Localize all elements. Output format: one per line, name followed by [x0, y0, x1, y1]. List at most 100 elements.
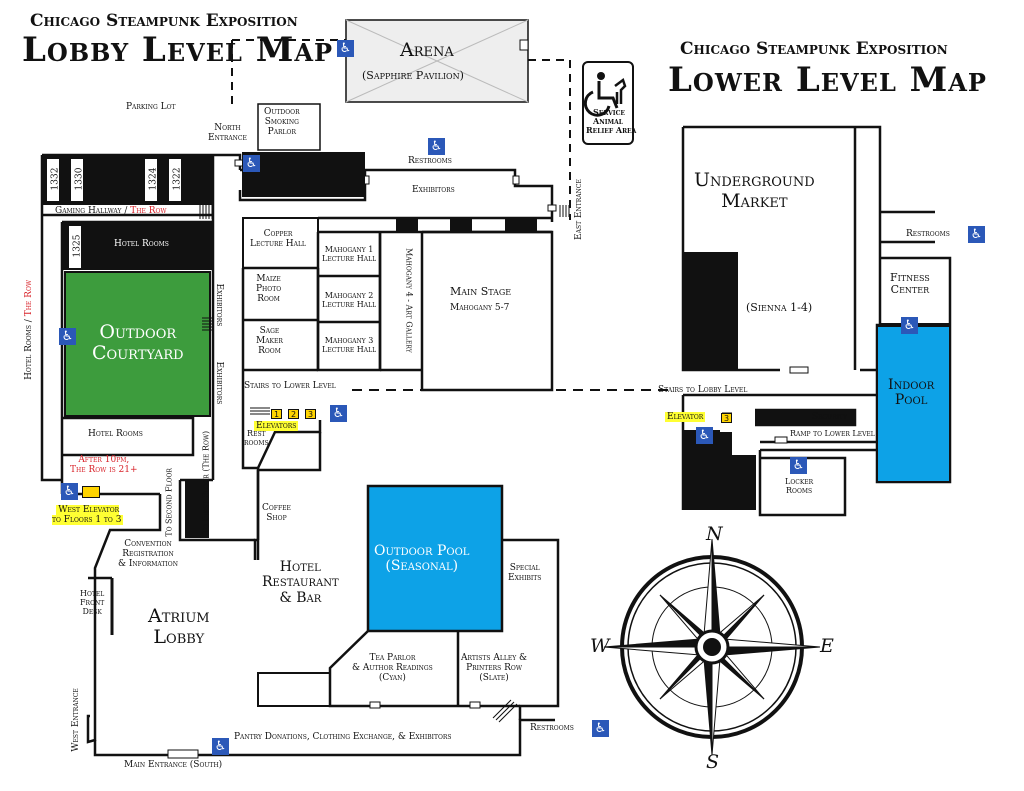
exhibitors-upper-label: Exhibitors	[213, 283, 224, 327]
lower-elevator-3: 3	[721, 413, 732, 423]
indoor-pool-box	[876, 325, 951, 483]
hotel-rooms-top-label: Hotel Rooms	[114, 239, 169, 249]
elevator-1: 1	[271, 409, 282, 419]
outdoor-pool-box	[366, 484, 504, 633]
wheelchair-accessible-icon: ♿	[212, 738, 229, 755]
pantry-label: Pantry Donations, Clothing Exchange, & E…	[234, 732, 452, 742]
room-1325-label: 1325	[72, 234, 83, 258]
mahogany2-label: Mahogany 2 Lecture Hall	[322, 291, 377, 309]
elevator-3: 3	[305, 409, 316, 419]
lower-restrooms-label: Restrooms	[906, 229, 950, 239]
sienna-label: (Sienna 1-4)	[746, 301, 813, 314]
mahogany3-label: Mahogany 3 Lecture Hall	[322, 336, 377, 354]
west-elevator-box	[82, 486, 100, 498]
sage-label: Sage Maker Room	[256, 326, 283, 356]
lobby-map-title: Lobby Level Map	[22, 30, 334, 70]
compass-north: N	[706, 523, 723, 545]
parking-lot-label: Parking Lot	[126, 102, 176, 112]
north-entrance-label: North Entrance	[208, 123, 247, 143]
copper-label: Copper Lecture Hall	[250, 229, 306, 249]
lower-elevator-text: Elevator	[665, 412, 706, 422]
coffee-shop-label: Coffee Shop	[262, 503, 291, 523]
arena-sub-label: (Sapphire Pavilion)	[362, 69, 464, 82]
wheelchair-accessible-icon: ♿	[61, 483, 78, 500]
gaming-hallway-text: Gaming Hallway /	[55, 206, 131, 216]
tea-parlor-label: Tea Parlor & Author Readings (Cyan)	[352, 653, 433, 683]
special-exhibits-label: Special Exhibits	[508, 563, 542, 583]
wheelchair-accessible-icon: ♿	[337, 40, 354, 57]
hotel-rooms-bottom-label: Hotel Rooms	[88, 429, 143, 439]
compass-rose-icon	[603, 538, 821, 756]
elevators-label: Elevators	[254, 421, 299, 432]
rest-rooms-label: Rest rooms	[244, 429, 269, 447]
lobby-event-name: Chicago Steampunk Exposition	[30, 11, 298, 31]
lower-map-title: Lower Level Map	[668, 60, 987, 100]
room-1322	[168, 158, 182, 202]
main-entrance-label: Main Entrance (South)	[124, 760, 223, 770]
room-1332-label: 1332	[50, 167, 61, 191]
wheelchair-accessible-icon: ♿	[330, 405, 347, 422]
artists-alley-label: Artists Alley & Printers Row (Slate)	[461, 653, 528, 683]
room-1322-label: 1322	[172, 167, 183, 191]
service-animal-icon	[582, 61, 634, 145]
east-entrance-label: East Entrance	[574, 179, 585, 240]
wheelchair-accessible-icon: ♿	[968, 226, 985, 243]
first-floor-label: To First Floor (The Row)	[201, 430, 211, 534]
west-elevator-label: West Elevator to Floors 1 to 3	[52, 505, 124, 526]
wheelchair-accessible-icon: ♿	[696, 427, 713, 444]
wheelchair-accessible-icon: ♿	[243, 155, 260, 172]
hotel-rooms-side-text: Hotel Rooms /	[24, 316, 35, 380]
atrium-lobby-label: Atrium Lobby	[148, 605, 210, 648]
mahogany1-label: Mahogany 1 Lecture Hall	[322, 245, 377, 263]
maize-label: Maize Photo Room	[256, 274, 282, 304]
courtyard-box	[64, 271, 211, 417]
room-1324-label: 1324	[148, 167, 159, 191]
west-elevator-text: West Elevator to Floors 1 to 3	[52, 505, 124, 525]
hotel-rooms-side-label: Hotel Rooms / The Row	[24, 270, 35, 390]
mahogany4-label: Mahogany 4 - Art Gallery	[404, 248, 414, 353]
room-1324	[144, 158, 158, 202]
fitness-center-label: Fitness Center	[890, 271, 930, 297]
wheelchair-accessible-icon: ♿	[428, 138, 445, 155]
locker-rooms-label: Locker Rooms	[785, 477, 814, 495]
stairs-lobby-label: Stairs to Lobby Level	[658, 385, 748, 395]
indoor-pool-label: Indoor Pool	[888, 377, 935, 409]
hotel-front-desk-label: Hotel Front Desk	[80, 589, 105, 616]
outdoor-courtyard-label: Outdoor Courtyard	[92, 321, 184, 364]
outdoor-pool-label: Outdoor Pool (Seasonal)	[374, 543, 470, 575]
exhibitors-north-label: Exhibitors	[412, 185, 455, 195]
wheelchair-accessible-icon: ♿	[59, 328, 76, 345]
the-row-text: The Row	[130, 206, 167, 216]
compass-west: W	[590, 635, 610, 657]
lower-event-name: Chicago Steampunk Exposition	[680, 39, 948, 59]
service-animal-line1: Service	[593, 107, 625, 117]
lower-elevator-label: Elevator	[665, 412, 706, 423]
the-row-side-text: The Row	[24, 279, 35, 317]
arena-label: Arena	[400, 39, 454, 61]
outdoor-smoking-label: Outdoor Smoking Parlor	[264, 107, 300, 137]
ramp-label: Ramp to Lower Level	[790, 429, 875, 438]
second-floor-label: To Second Floor	[164, 468, 174, 537]
room-1325	[68, 225, 82, 269]
main-stage-label: Main Stage	[450, 285, 512, 298]
security-label: Security	[812, 412, 848, 422]
gaming-hallway-label: Gaming Hallway / The Row	[55, 206, 167, 217]
compass-south: S	[706, 751, 720, 773]
stairs-lower-label: Stairs to Lower Level	[244, 381, 336, 391]
service-animal-line2: Animal	[593, 116, 624, 126]
wheelchair-accessible-icon: ♿	[592, 720, 609, 737]
room-1330-label: 1330	[74, 167, 85, 191]
elevator-2: 2	[288, 409, 299, 419]
wheelchair-accessible-icon: ♿	[901, 317, 918, 334]
hotel-rooms-north-block	[42, 155, 213, 205]
exhibitors-lower-label: Exhibitors	[213, 361, 224, 405]
room-1332	[46, 158, 60, 202]
west-entrance-label: West Entrance	[71, 688, 82, 752]
after-10pm-label: After 10pm, The Row is 21+	[70, 455, 138, 475]
convention-reg-label: Convention Registration & Information	[118, 539, 178, 569]
service-animal-line3: Relief Area	[586, 125, 637, 135]
restrooms-south-label: Restrooms	[530, 723, 574, 733]
underground-market-label: Underground Market	[694, 169, 815, 212]
